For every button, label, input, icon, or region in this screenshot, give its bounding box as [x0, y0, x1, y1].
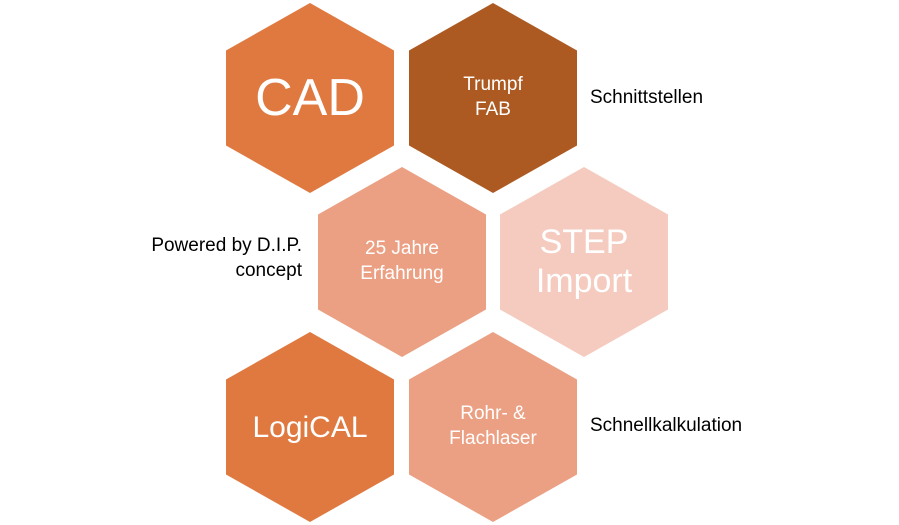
hexagon-step-import: STEP Import	[500, 167, 668, 357]
hexagon-trumpf-fab: Trumpf FAB	[409, 3, 577, 193]
schnittstellen-label: Schnittstellen	[590, 87, 704, 108]
hexagon-logical-label: LogiCAL	[252, 410, 368, 444]
hexagon-trumpf-fab-label: Trumpf FAB	[463, 74, 523, 120]
hexagon-step-import-label: STEP Import	[535, 222, 633, 300]
hexagon-rohr-flachlaser-label: Rohr- & Flachlaser	[449, 403, 537, 449]
hexagon-logical: LogiCAL	[226, 332, 394, 522]
schnellkalkulation-label: Schnellkalkulation	[590, 415, 743, 436]
hexagon-erfahrung-label: 25 Jahre Erfahrung	[360, 238, 444, 284]
hexagon-erfahrung: 25 Jahre Erfahrung	[318, 167, 486, 357]
powered-by-label: Powered by D.I.P. concept	[151, 235, 302, 281]
hexagon-cad: CAD	[226, 3, 394, 193]
hexagon-rohr-flachlaser: Rohr- & Flachlaser	[409, 332, 577, 522]
hexagon-cad-label: CAD	[255, 68, 365, 127]
